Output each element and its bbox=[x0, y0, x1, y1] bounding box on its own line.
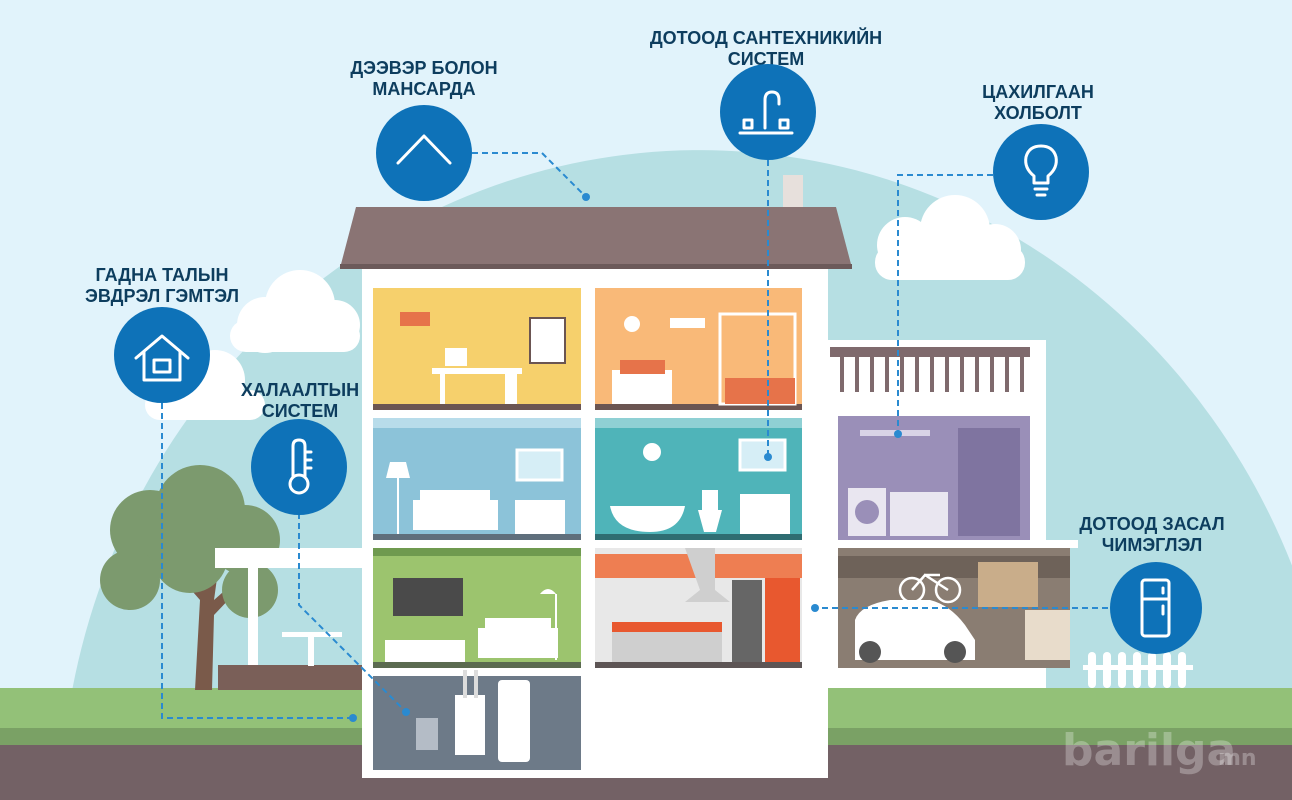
callout-label-line1: ГАДНА ТАЛЫН bbox=[96, 265, 229, 285]
clouds bbox=[145, 195, 1025, 420]
callout-label-line1: ХАЛААЛТЫН bbox=[241, 380, 359, 400]
watermark-logo: barilga bbox=[1062, 725, 1236, 776]
callout-label-line1: ДОТООД ЗАСАЛ bbox=[1079, 514, 1224, 534]
tree bbox=[100, 465, 280, 690]
callout-label-line2: СИСТЕМ bbox=[262, 401, 338, 421]
callout-label-line2: ЭВДРЭЛ ГЭМТЭЛ bbox=[85, 286, 239, 306]
roof-leader bbox=[472, 152, 586, 197]
roof-icon bbox=[396, 134, 452, 165]
watermark-logo-suffix: mn bbox=[1218, 746, 1257, 771]
lightbulb-icon bbox=[1024, 144, 1058, 197]
chimney bbox=[783, 175, 803, 209]
callout-label-line2: ЧИМЭГЛЭЛ bbox=[1102, 535, 1203, 555]
leader-lines bbox=[161, 152, 1108, 722]
roof bbox=[340, 207, 852, 268]
callout-label-line2: ХОЛБОЛТ bbox=[994, 103, 1082, 123]
callout-label-line1: ДЭЭВЭР БОЛОН bbox=[350, 58, 497, 78]
porch bbox=[215, 548, 365, 690]
fence bbox=[1083, 652, 1193, 688]
callout-label-line2: СИСТЕМ bbox=[728, 49, 804, 69]
cloud bbox=[230, 270, 360, 353]
cloud bbox=[875, 195, 1025, 280]
heating-leader bbox=[298, 513, 405, 711]
house-icon bbox=[134, 334, 190, 382]
callout-label-line2: МАНСАРДА bbox=[372, 79, 475, 99]
callout-label-line1: ДОТООД САНТЕХНИКИЙН bbox=[650, 27, 882, 48]
right-wing bbox=[828, 340, 1078, 688]
exterior-leader bbox=[161, 403, 350, 719]
thermometer-icon bbox=[288, 438, 313, 495]
faucet-icon bbox=[738, 90, 794, 135]
electric-leader bbox=[897, 174, 993, 432]
callout-label-line1: ЦАХИЛГААН bbox=[982, 82, 1094, 102]
house bbox=[340, 175, 852, 778]
fridge-icon bbox=[1140, 578, 1171, 638]
